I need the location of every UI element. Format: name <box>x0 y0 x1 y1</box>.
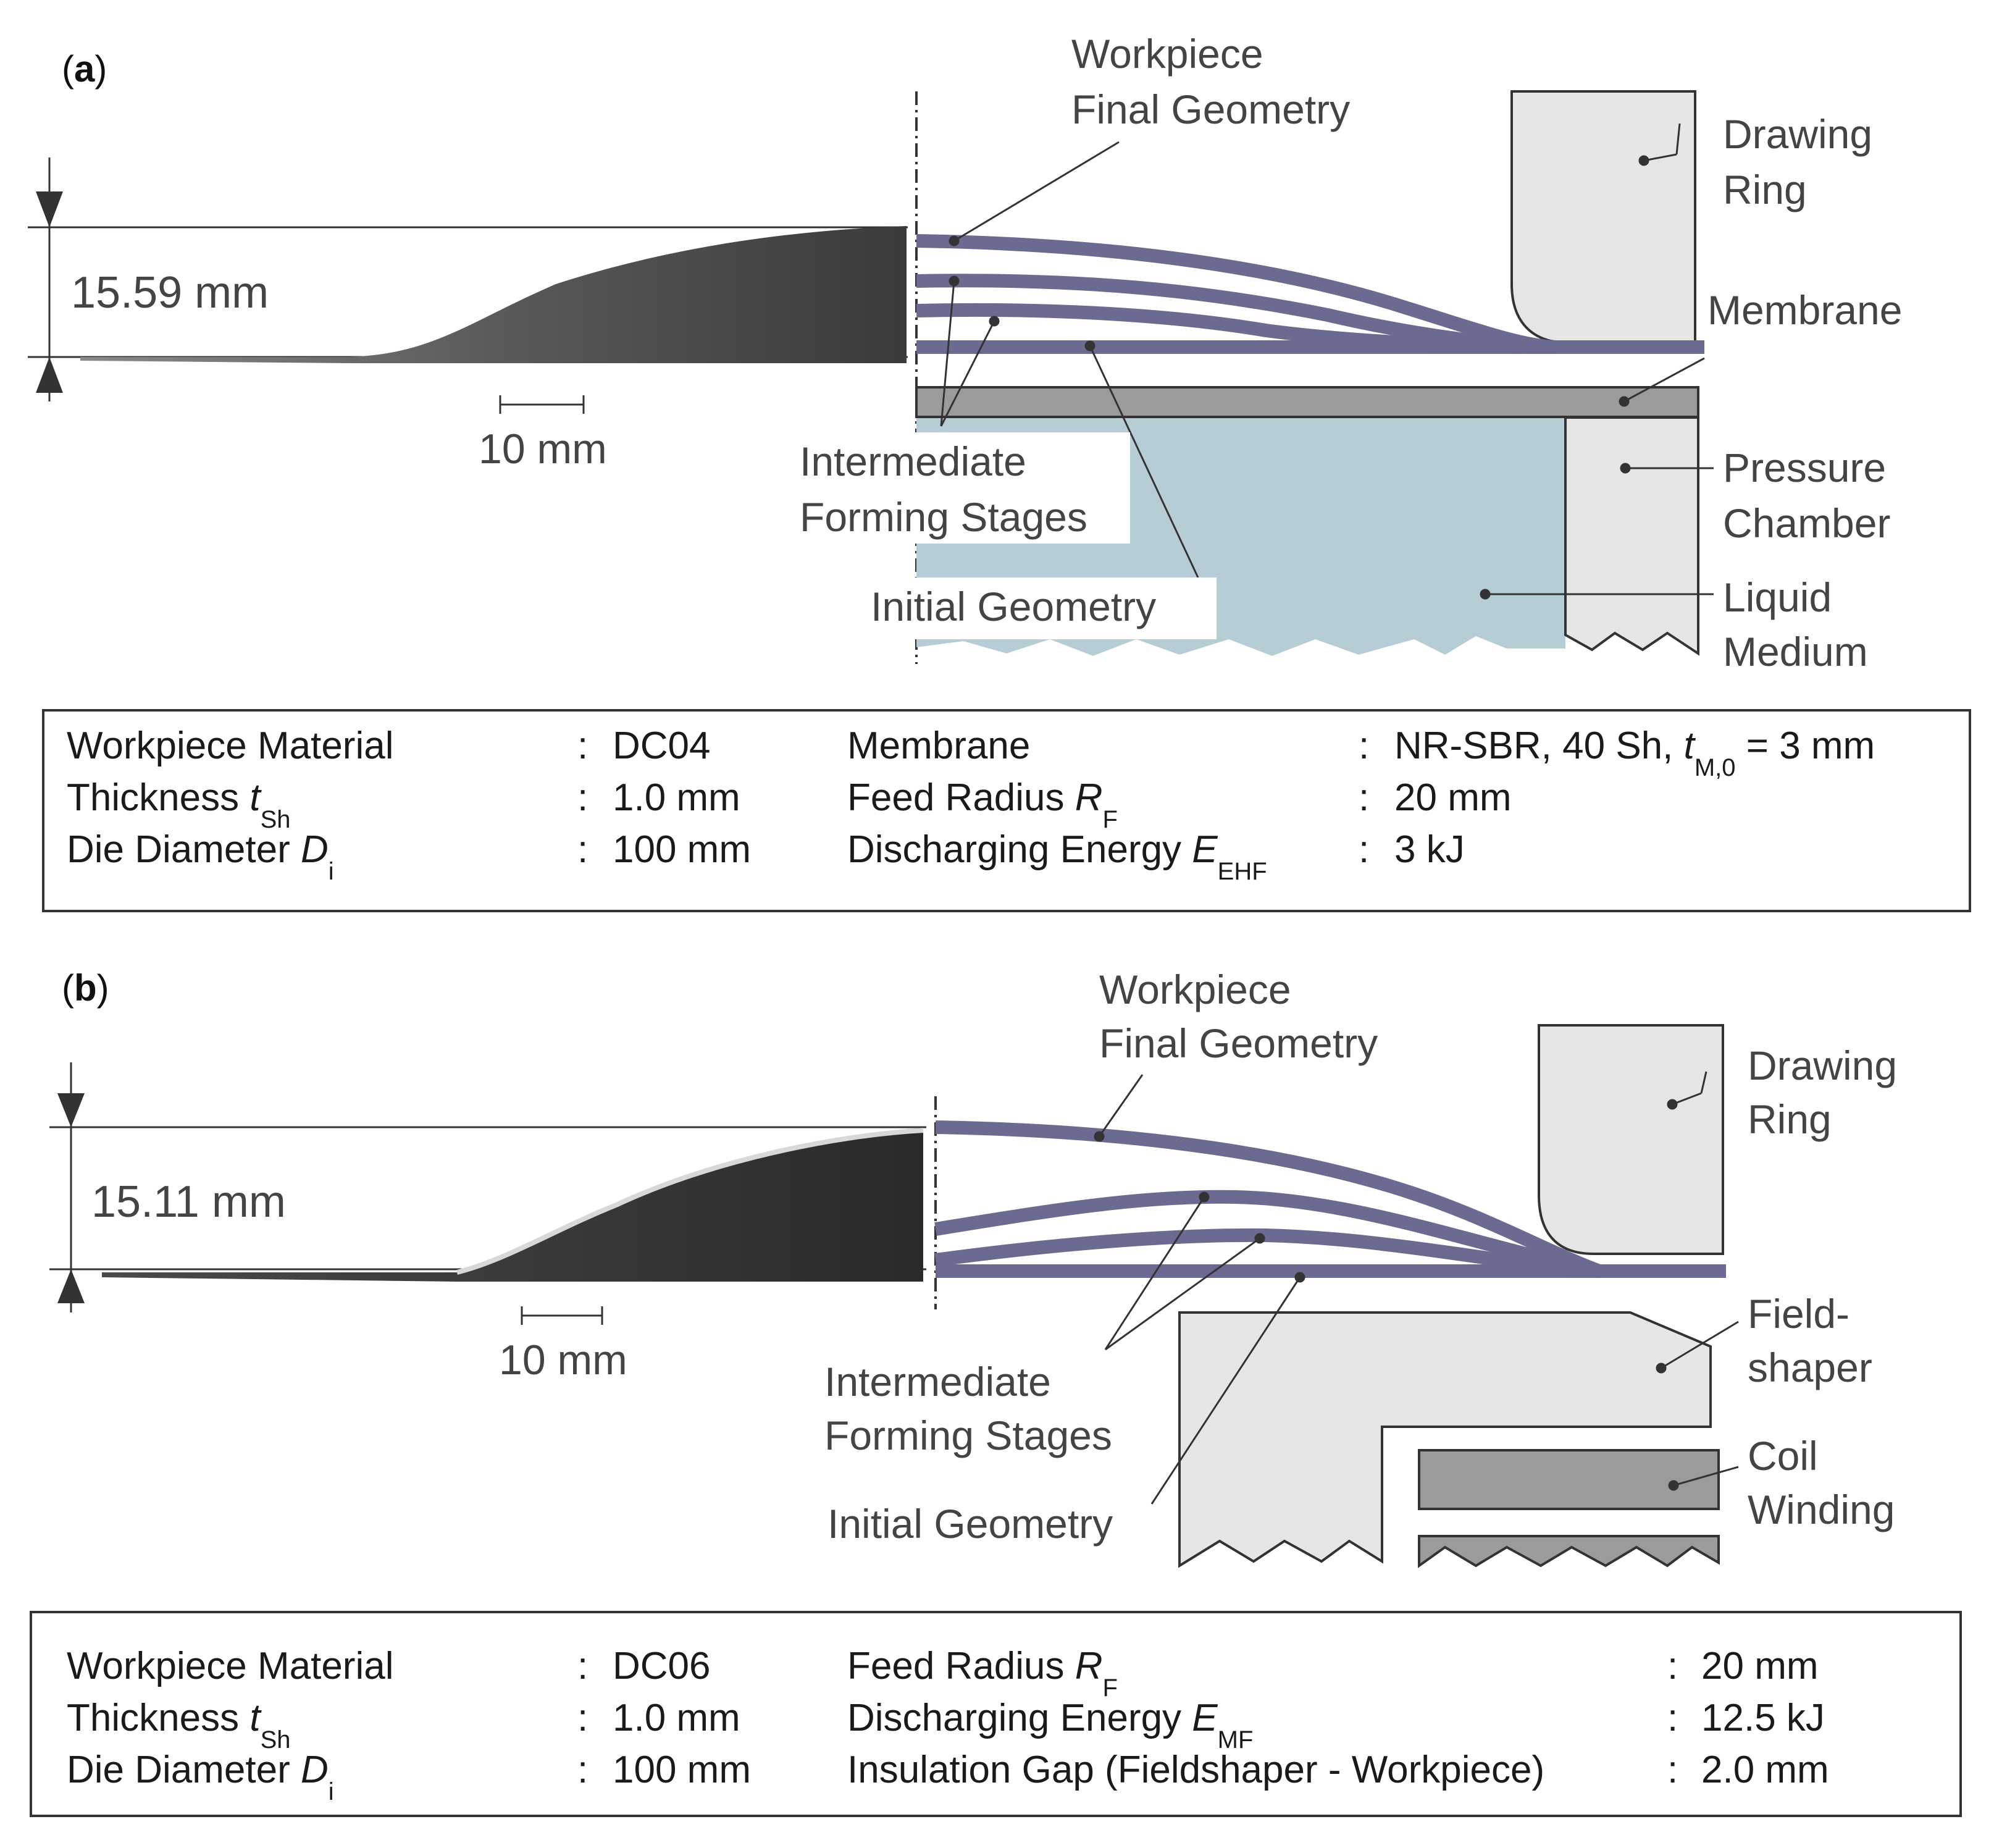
panel-a-initial-geometry-label: Initial Geometry <box>871 584 1156 629</box>
panel-b-coil-winding <box>1418 1449 1720 1510</box>
panel-b-row3-value2: 2.0 mm <box>1701 1749 1829 1791</box>
panel-a-leaders <box>940 123 1714 600</box>
panel-a-row2-name2: Feed Radius RF <box>847 776 1118 833</box>
panel-a-row3-value2: 3 kJ <box>1394 828 1465 871</box>
panel-b-row1-colon: : <box>577 1645 588 1687</box>
panel-b-drawing-ring <box>1538 1024 1724 1255</box>
panel-a-intermediate-label-2: Forming Stages <box>800 494 1087 540</box>
panel-a-row1-colon: : <box>577 724 588 767</box>
panel-b-row3-colon2: : <box>1667 1749 1678 1791</box>
panel-a-final-geometry-curve <box>916 234 1557 354</box>
panel-a-row2-colon2: : <box>1359 776 1369 819</box>
panel-b-leaders <box>1094 1071 1739 1505</box>
panel-b-fieldshaper-label-1: Field- <box>1748 1291 1849 1337</box>
panel-a-table-rows: Workpiece Material : DC04 Membrane : NR-… <box>67 724 1875 885</box>
panel-a-forming-stages <box>916 234 1704 354</box>
panel-b-row2-name: Thickness tSh <box>67 1697 291 1754</box>
panel-a-row3-value: 100 mm <box>613 828 751 871</box>
panel-b-row1-value2: 20 mm <box>1701 1645 1818 1687</box>
panel-a-membrane <box>915 386 1699 418</box>
panel-b-row2-colon: : <box>577 1697 588 1739</box>
panel-b-final-geometry-curve <box>935 1120 1602 1278</box>
panel-a-pressure-chamber-label-1: Pressure <box>1723 445 1886 490</box>
panel-b-intermediate-label-1: Intermediate <box>824 1359 1051 1405</box>
panel-b-row2-value: 1.0 mm <box>613 1697 740 1739</box>
panel-a-row1-value: DC04 <box>613 724 711 767</box>
panel-b-coil-label-1: Coil <box>1748 1433 1818 1479</box>
panel-b-intermediate-label-2: Forming Stages <box>824 1413 1112 1458</box>
panel-a-row3-name2: Discharging Energy EEHF <box>847 828 1267 885</box>
panel-b-fieldshaper-label-2: shaper <box>1748 1345 1872 1390</box>
panel-a-scale-bar <box>499 395 585 414</box>
panel-a-pressure-chamber-label-2: Chamber <box>1723 500 1890 546</box>
panel-a-workpiece-label-2: Final Geometry <box>1071 86 1350 132</box>
panel-a-row3-colon: : <box>577 828 588 871</box>
panel-b-label: (b) <box>62 967 109 1009</box>
panel-a-stage-curve-2 <box>916 274 1557 354</box>
panel-a-row2-colon: : <box>577 776 588 819</box>
panel-a-workpiece-label-1: Workpiece <box>1071 31 1263 77</box>
panel-a-drawing-ring <box>1510 90 1696 344</box>
panel-a-membrane-label: Membrane <box>1707 287 1902 333</box>
panel-b-row1-name2: Feed Radius RF <box>847 1645 1118 1702</box>
panel-a-liquid-medium-label-1: Liquid <box>1723 574 1832 620</box>
panel-a-initial-backdrop <box>865 578 1217 639</box>
panel-a-row1-value2: NR-SBR, 40 Sh, tM,0 = 3 mm <box>1394 724 1875 781</box>
panel-b-parameter-table <box>30 1611 1962 1817</box>
panel-b-row3-colon: : <box>577 1749 588 1791</box>
panel-b-drawing-ring-label-1: Drawing <box>1748 1043 1897 1088</box>
panel-a-row2-value2: 20 mm <box>1394 776 1511 819</box>
panel-b-workpiece-label-2: Final Geometry <box>1099 1020 1378 1066</box>
panel-b-stage-curve-1 <box>934 1228 1600 1278</box>
panel-a-row3-name: Die Diameter Di <box>67 828 334 885</box>
panel-a-scale-label: 10 mm <box>479 426 607 472</box>
panel-b-row3-name2: Insulation Gap (Fieldshaper - Workpiece) <box>847 1749 1544 1791</box>
panel-a-row1-colon2: : <box>1359 724 1369 767</box>
panel-b-fieldshaper <box>1178 1311 1712 1568</box>
panel-b-drawing-ring-label-2: Ring <box>1748 1096 1832 1142</box>
panel-b-row3-value: 100 mm <box>613 1749 751 1791</box>
panel-a-row3-colon2: : <box>1359 828 1369 871</box>
panel-b-row2-name2: Discharging Energy EMF <box>847 1697 1253 1754</box>
panel-a-height-value: 15.59 mm <box>71 268 269 317</box>
panel-a-pressure-chamber <box>1564 416 1699 656</box>
panel-b-row1-colon2: : <box>1667 1645 1678 1687</box>
panel-a-intermediate-backdrop <box>800 432 1130 544</box>
panel-a-liquid-medium-label-2: Medium <box>1723 629 1868 674</box>
panel-b-row3-name: Die Diameter Di <box>67 1749 334 1805</box>
panel-a-intermediate-label-1: Intermediate <box>800 439 1026 484</box>
panel-a: (a) 15.59 mm 10 mm <box>28 31 1971 912</box>
panel-a-drawing-ring-label-1: Drawing <box>1723 111 1872 157</box>
panel-b-row2-colon2: : <box>1667 1697 1678 1739</box>
panel-a-row1-name: Workpiece Material <box>67 724 393 767</box>
panel-b-scale-bar <box>521 1306 603 1325</box>
panel-b-workpiece-label-1: Workpiece <box>1099 967 1291 1012</box>
panel-b-row2-value2: 12.5 kJ <box>1701 1697 1825 1739</box>
panel-b-stage-curve-2 <box>934 1190 1601 1278</box>
panel-b-row1-name: Workpiece Material <box>67 1645 393 1687</box>
panel-b-scale-label: 10 mm <box>499 1337 627 1384</box>
panel-a-row2-name: Thickness tSh <box>67 776 291 833</box>
panel-b-row1-value: DC06 <box>613 1645 711 1687</box>
panel-a-row1-name2: Membrane <box>847 724 1030 767</box>
panel-b-initial-geometry-label: Initial Geometry <box>827 1501 1113 1547</box>
panel-a-parameter-table <box>42 709 1971 912</box>
panel-a-workpiece-photo <box>80 226 907 363</box>
panel-b-height-value: 15.11 mm <box>91 1177 286 1227</box>
panel-b-workpiece-highlight <box>456 1128 924 1275</box>
panel-b-coil-label-2: Winding <box>1748 1487 1895 1532</box>
panel-b-table-rows: Workpiece Material : DC06 Feed Radius RF… <box>67 1645 1829 1805</box>
panel-b-forming-stages <box>934 1120 1726 1278</box>
panel-a-label: (a) <box>62 48 107 90</box>
panel-a-row2-value: 1.0 mm <box>613 776 740 819</box>
panel-a-drawing-ring-label-2: Ring <box>1723 167 1807 212</box>
panel-b: (b) 15.11 mm 10 mm <box>30 967 1962 1817</box>
panel-b-coil-winding-lower <box>1418 1535 1720 1568</box>
